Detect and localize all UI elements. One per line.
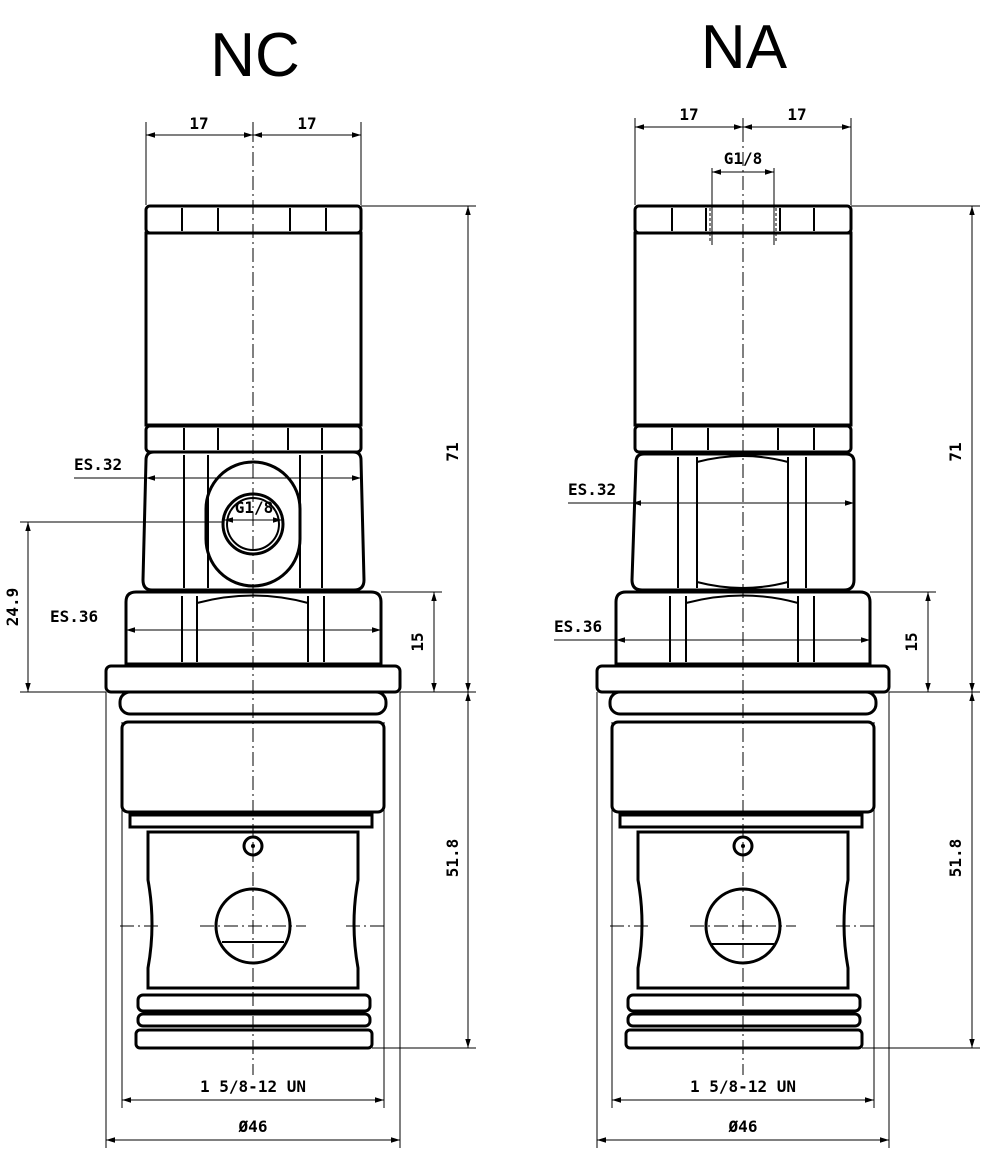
nc-port-height-dimension: 24.9 [3,521,224,693]
nc-thread-value: 1 5/8-12 UN [200,1077,306,1096]
na-hex-36-body [614,590,872,666]
nc-base-height-dimension: 15 [381,591,442,693]
nc-total-height-value: 71 [443,442,462,461]
na-top-width-left: 17 [679,105,698,124]
na-cartridge-height-value: 51.8 [946,839,965,878]
nc-cartridge-height-value: 51.8 [443,839,462,878]
na-top-width-dimension: 17 17 [634,105,852,205]
nc-thread-dimension: 1 5/8-12 UN [121,722,385,1108]
na-hex-32-body [630,452,856,592]
nc-cartridge-height-dimension: 51.8 [372,692,476,1049]
nc-top-width-right: 17 [297,114,316,133]
nc-diameter-dimension: Ø46 [105,692,401,1148]
na-thread-dimension: 1 5/8-12 UN [611,722,875,1108]
nc-flange [104,664,402,716]
nc-hex-32-dimension: ES.32 [74,455,361,481]
na-thread-value: 1 5/8-12 UN [690,1077,796,1096]
na-diameter-dimension: Ø46 [596,692,890,1148]
na-top-width-right: 17 [787,105,806,124]
nc-hex-32-label: ES.32 [74,455,122,474]
na-view: NA 17 17 G1/8 [554,13,980,1148]
na-cartridge-height-dimension: 51.8 [862,692,980,1049]
na-flange [595,664,891,716]
nc-top-width-left: 17 [189,114,208,133]
nc-view: NC 17 17 [3,21,476,1148]
na-port-label: G1/8 [724,149,763,168]
na-total-height-value: 71 [946,442,965,461]
nc-top-width-dimension: 17 17 [145,114,362,205]
nc-port-dimension: G1/8 [224,498,282,523]
nc-total-height-dimension: 71 [361,205,476,693]
na-base-height-dimension: 15 [870,591,936,693]
nc-base-height-value: 15 [408,632,427,651]
nc-title: NC [210,21,300,90]
na-hex-32-label: ES.32 [568,480,616,499]
nc-port-label: G1/8 [235,498,274,517]
na-hex-36-label: ES.36 [554,617,602,636]
na-hex-36-dimension: ES.36 [554,617,870,643]
na-base-height-value: 15 [902,632,921,651]
na-diameter-value: Ø46 [728,1117,758,1136]
nc-diameter-value: Ø46 [238,1117,268,1136]
na-cartridge [610,720,876,1050]
nc-port-height-value: 24.9 [3,588,22,627]
nc-hex-36-dimension: ES.36 [50,607,381,633]
na-lower-nut [633,424,853,454]
na-hex-32-dimension: ES.32 [568,480,854,506]
nc-hex-36-label: ES.36 [50,607,98,626]
na-title: NA [701,13,788,82]
